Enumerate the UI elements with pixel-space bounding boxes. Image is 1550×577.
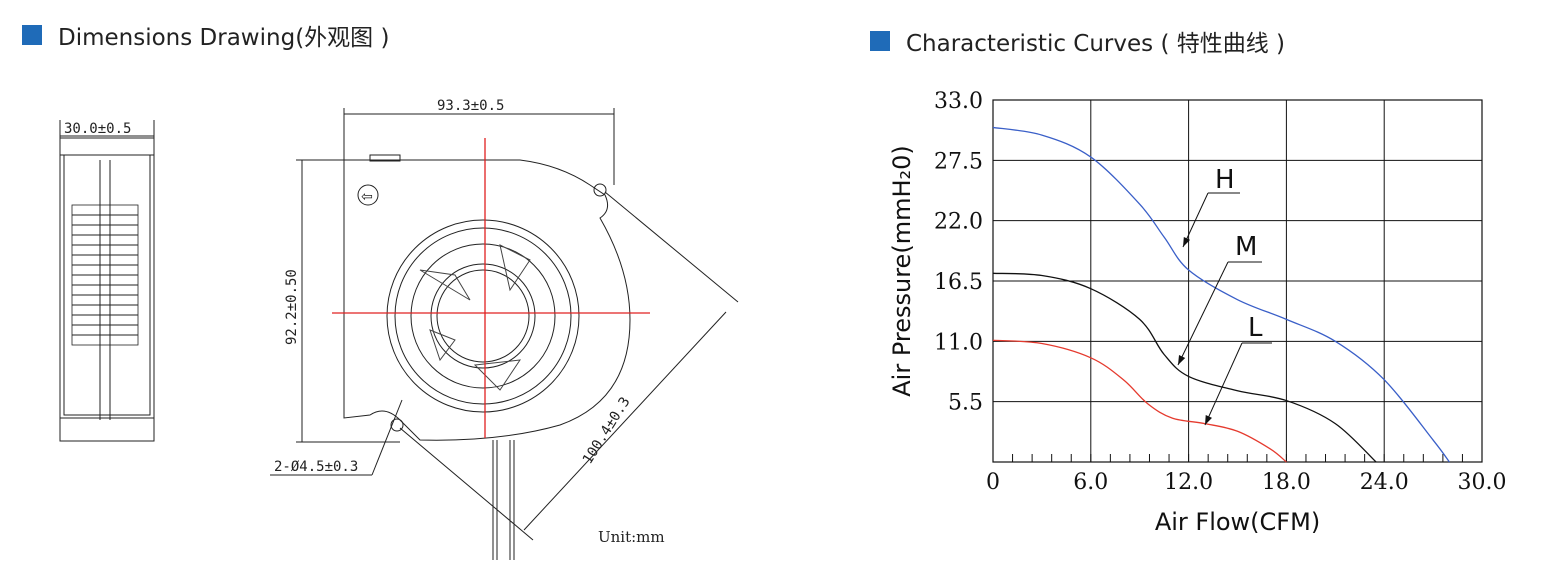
curves-title: Characteristic Curves ( 特性曲线 ) (906, 31, 1286, 57)
series-leader-line (1182, 192, 1209, 248)
y-tick-label: 16.5 (934, 270, 983, 295)
y-tick-label: 11.0 (934, 330, 983, 355)
series-label-L: L (1248, 313, 1263, 343)
x-tick-label: 6.0 (1073, 470, 1108, 495)
curves-section-header: Characteristic Curves ( 特性曲线 ) (870, 24, 1285, 58)
dimensions-title: Dimensions Drawing(外观图 ) (58, 25, 390, 51)
unit-label: Unit:mm (598, 528, 665, 546)
front-height-label: 92.2±0.50 (284, 269, 300, 345)
y-tick-label: 27.5 (934, 149, 983, 174)
leader-arrowhead-icon (1178, 355, 1186, 365)
leader-arrowhead-icon (1183, 237, 1191, 247)
x-tick-label: 0 (986, 470, 1000, 495)
side-view (59, 120, 155, 442)
series-line-L (992, 339, 1287, 463)
x-tick-label: 12.0 (1164, 470, 1213, 495)
chart-frame (992, 99, 1483, 463)
series-line-H (992, 126, 1450, 463)
airflow-arrow-icon: ⇦ (361, 189, 373, 205)
x-tick-label: 24.0 (1360, 470, 1409, 495)
series-line-M (992, 272, 1377, 463)
holes-label: 2-Ø4.5±0.3 (274, 459, 358, 475)
leader-arrowhead-icon (1205, 415, 1212, 425)
front-width-label: 93.3±0.5 (437, 98, 504, 114)
series-leader-line (1204, 342, 1243, 426)
blue-square-icon (22, 25, 42, 45)
y-tick-label: 5.5 (948, 391, 983, 416)
dimensions-section-header: Dimensions Drawing(外观图 ) (22, 18, 389, 52)
y-tick-label: 33.0 (934, 89, 983, 114)
y-tick-label: 22.0 (934, 210, 983, 235)
x-tick-label: 18.0 (1262, 470, 1311, 495)
impeller-blades (419, 244, 531, 391)
front-view (270, 108, 739, 560)
side-width-label: 30.0±0.5 (64, 121, 131, 137)
x-tick-label: 30.0 (1458, 470, 1507, 495)
blue-square-icon (870, 31, 890, 51)
y-axis-label: Air Pressure(mmH₂0) (888, 145, 916, 396)
series-label-M: M (1235, 232, 1257, 262)
series-label-H: H (1215, 165, 1235, 195)
centerlines (332, 138, 650, 438)
series-leader-line (1177, 261, 1229, 366)
x-axis-label: Air Flow(CFM) (1155, 508, 1320, 536)
chart-minor-ticks (1012, 454, 1483, 462)
